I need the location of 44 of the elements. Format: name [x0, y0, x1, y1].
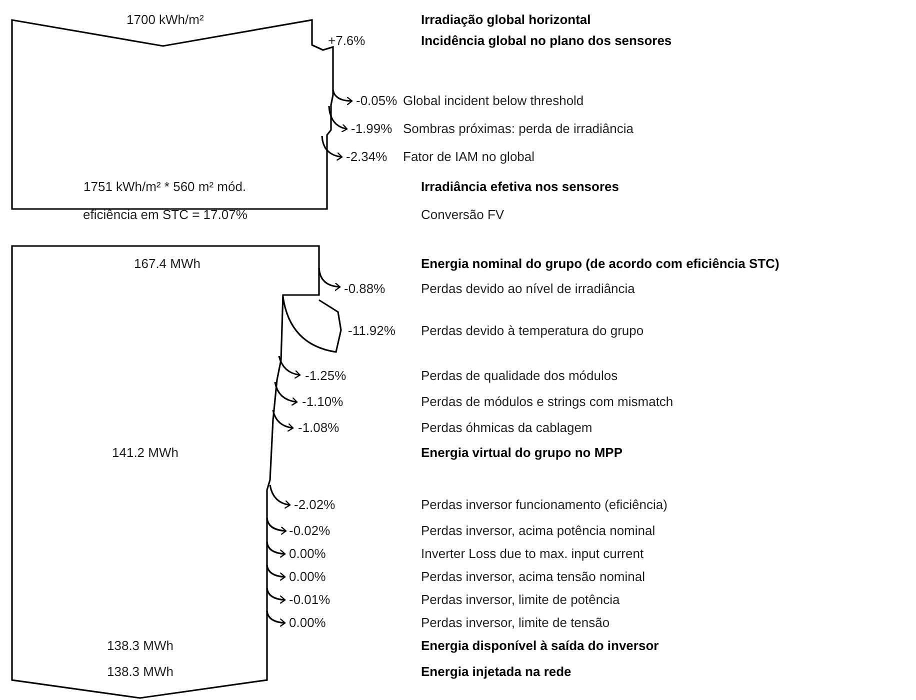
loss-label: Perdas inversor, acima tensão nominal	[421, 569, 646, 585]
flow-value: 167.4 MWh	[134, 256, 200, 272]
loss-label: Perdas óhmicas da cablagem	[421, 420, 592, 436]
stage-label: Incidência global no plano dos sensores	[421, 33, 672, 49]
percentage-value: -0.02%	[289, 523, 330, 539]
stage-label: Conversão FV	[421, 207, 504, 223]
flow-value: 138.3 MWh	[107, 638, 174, 654]
loss-label: Perdas de qualidade dos módulos	[421, 368, 618, 384]
loss-label: Perdas inversor, acima potência nominal	[421, 523, 656, 539]
percentage-value: -1.25%	[305, 368, 346, 384]
percentage-value: -1.99%	[351, 121, 392, 137]
flow-value: 141.2 MWh	[112, 445, 178, 461]
flow-value: 1700 kWh/m²	[126, 12, 204, 28]
loss-label: Inverter Loss due to max. input current	[421, 546, 644, 562]
percentage-value: -1.08%	[298, 420, 340, 436]
loss-label: Perdas devido à temperatura do grupo	[421, 323, 644, 339]
flow-value: 138.3 MWh	[107, 664, 174, 680]
efficiency-value: eficiência em STC = 17.07%	[83, 207, 248, 223]
loss-label: Perdas inversor, limite de tensão	[421, 615, 610, 631]
flow-value: 1751 kWh/m² * 560 m² mód.	[84, 179, 246, 195]
percentage-value: 0.00%	[289, 615, 326, 631]
stage-label: Energia injetada na rede	[421, 664, 572, 680]
loss-label: Global incident below threshold	[403, 93, 584, 109]
stage-label: Energia virtual do grupo no MPP	[421, 445, 623, 461]
percentage-value: -0.88%	[344, 281, 386, 297]
stage-label: Energia disponível à saída do inversor	[421, 638, 659, 654]
percentage-value: +7.6%	[328, 33, 366, 49]
percentage-value: 0.00%	[289, 546, 326, 562]
loss-label: Fator de IAM no global	[403, 149, 535, 165]
percentage-value: -2.02%	[294, 497, 336, 513]
loss-label: Perdas devido ao nível de irradiância	[421, 281, 635, 297]
stage-label: Irradiância efetiva nos sensores	[421, 179, 619, 195]
percentage-value: -1.10%	[302, 394, 344, 410]
loss-label: Sombras próximas: perda de irradiância	[403, 121, 634, 137]
percentage-value: -11.92%	[348, 323, 396, 339]
percentage-value: 0.00%	[289, 569, 326, 585]
stage-label: Energia nominal do grupo (de acordo com eficiência STC)	[421, 256, 780, 272]
percentage-value: -0.01%	[289, 592, 330, 608]
loss-label: Perdas de módulos e strings com mismatch	[421, 394, 674, 410]
percentage-value: -2.34%	[346, 149, 388, 165]
loss-label: Perdas inversor, limite de potência	[421, 592, 620, 608]
stage-label: Irradiação global horizontal	[421, 12, 591, 28]
percentage-value: -0.05%	[356, 93, 398, 109]
loss-label: Perdas inversor funcionamento (eficiência)	[421, 497, 668, 513]
